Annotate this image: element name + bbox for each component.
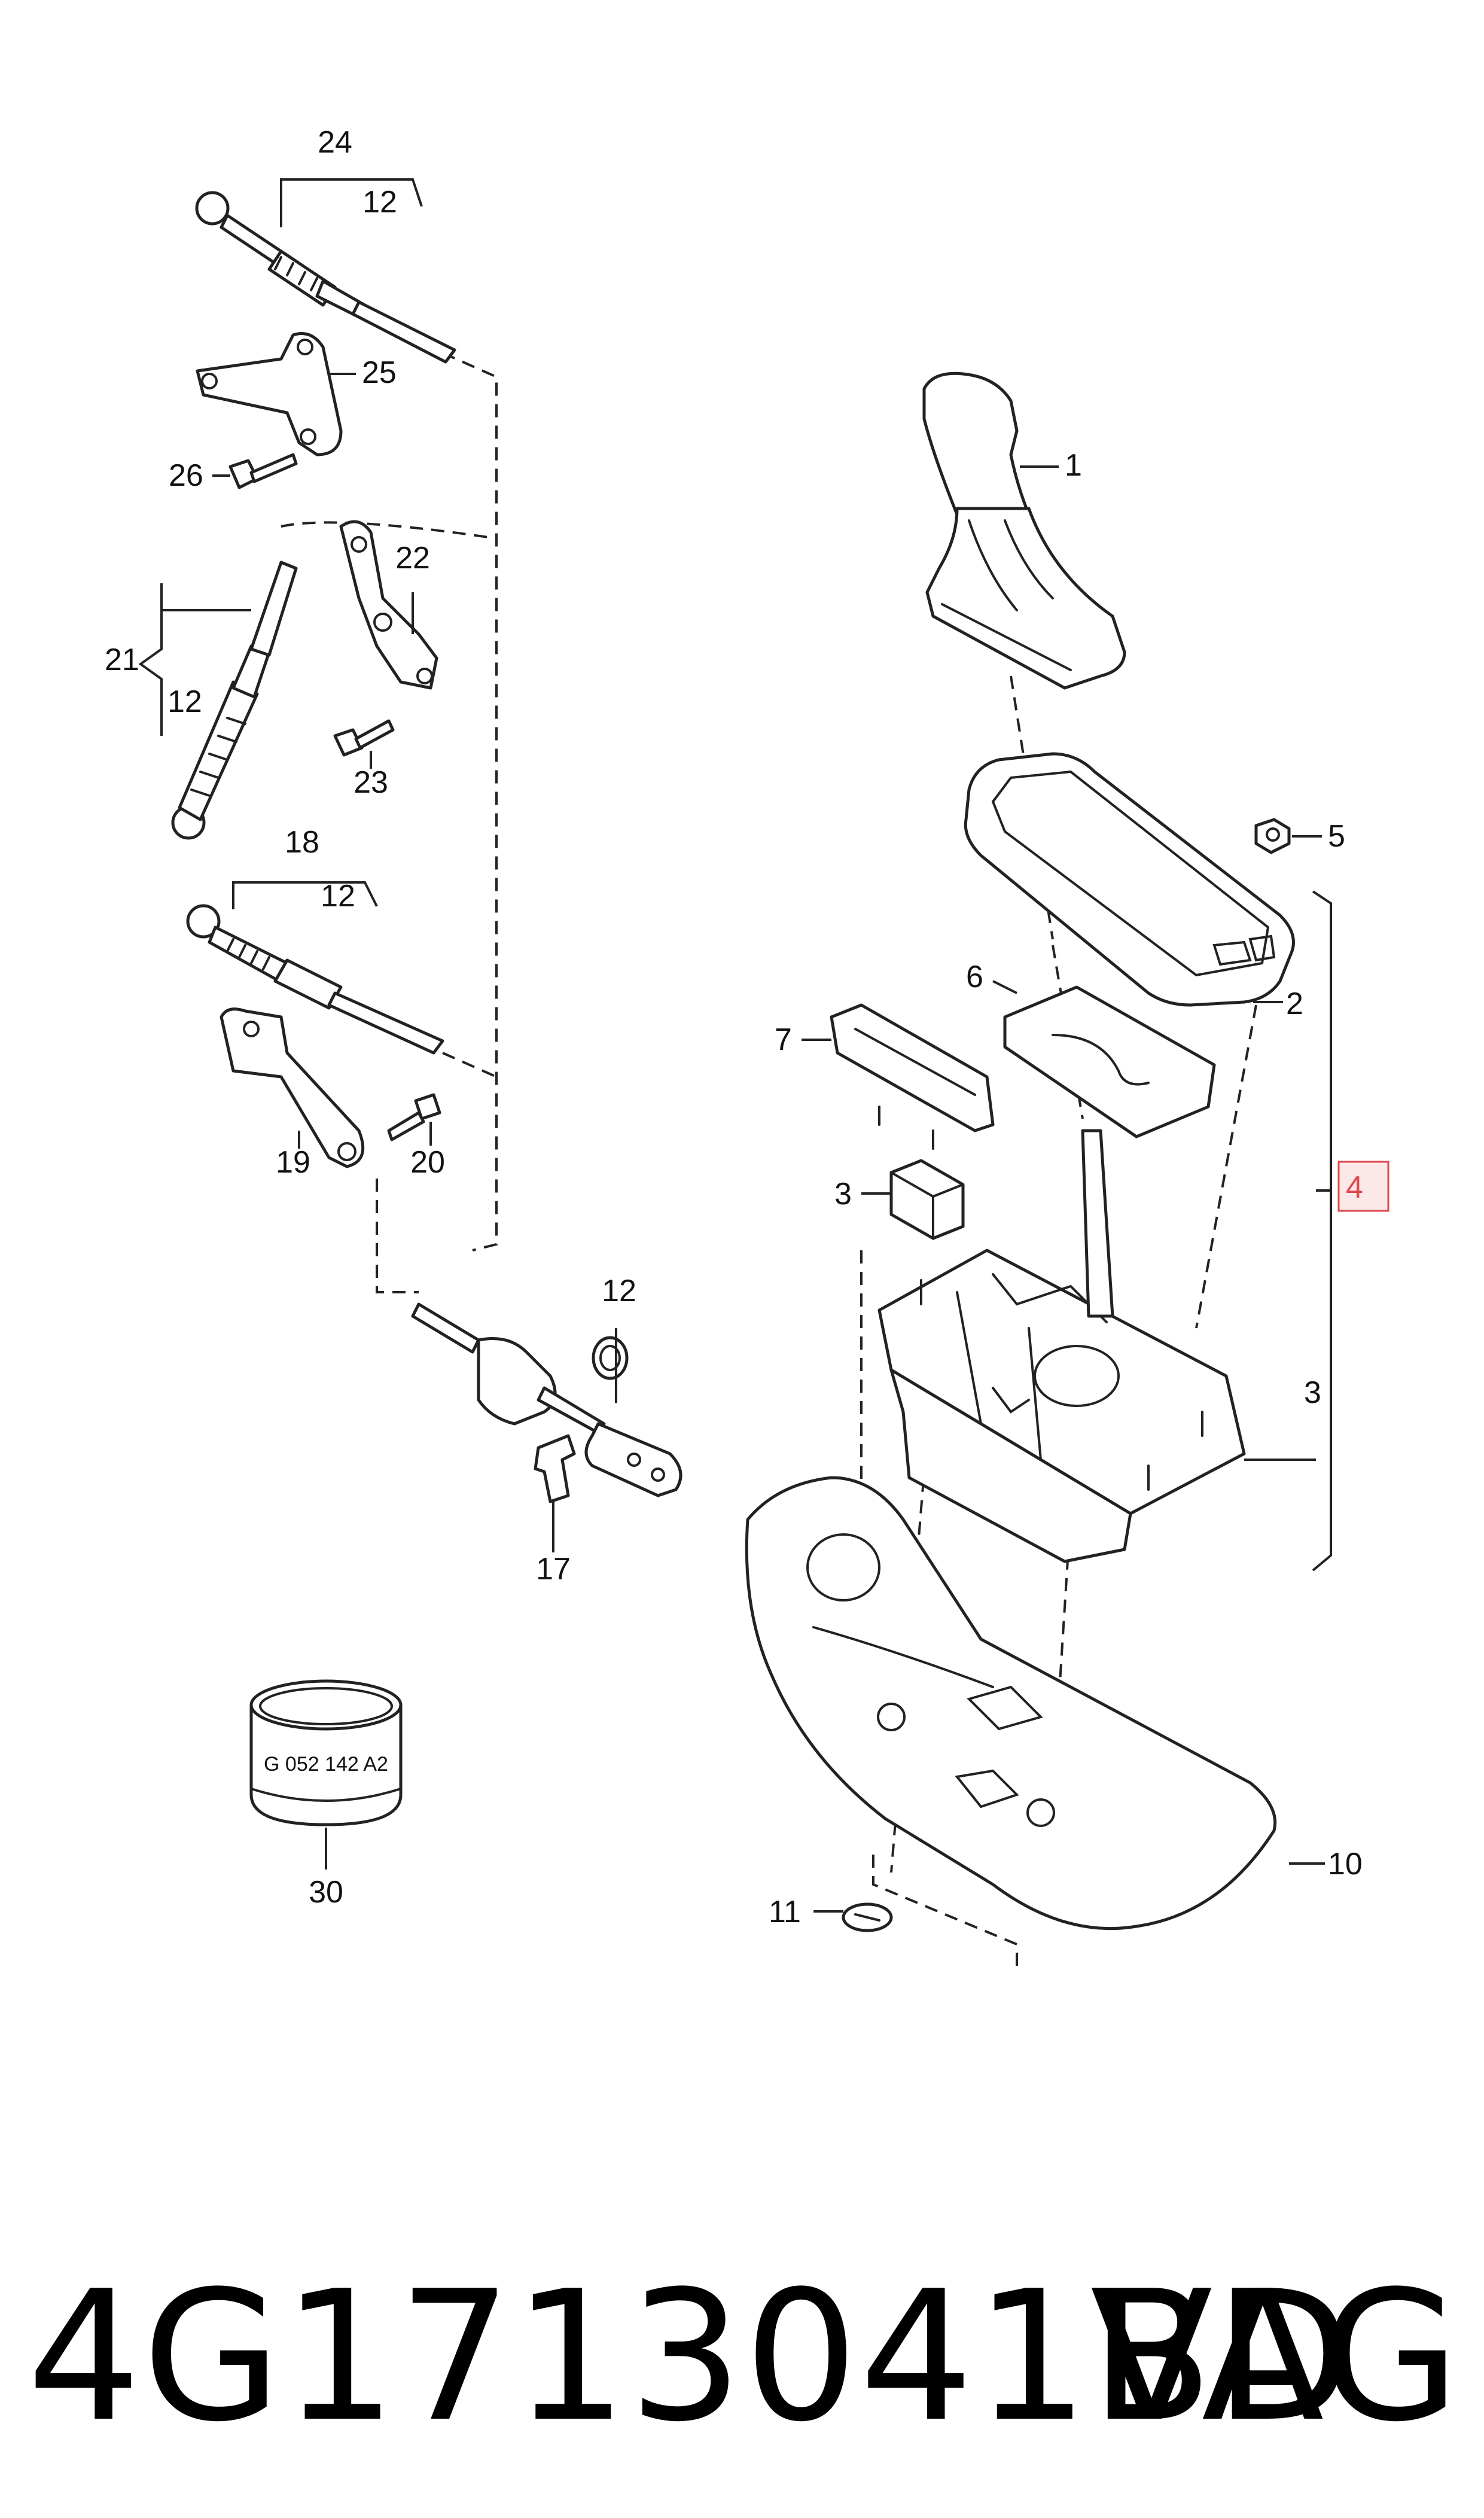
label-22: 22 bbox=[395, 541, 430, 576]
gear-knob bbox=[922, 372, 1126, 690]
bolt-26 bbox=[228, 453, 298, 489]
label-30: 30 bbox=[309, 1875, 343, 1910]
trim-frame bbox=[964, 752, 1295, 1007]
cable-24 bbox=[195, 191, 456, 364]
bolt-23 bbox=[333, 719, 395, 757]
label-4: 4 bbox=[1346, 1170, 1363, 1205]
sleeve: G 052 142 A2 bbox=[249, 1679, 403, 1826]
label-1: 1 bbox=[1065, 448, 1082, 483]
label-12-lower: 12 bbox=[321, 879, 355, 914]
label-12-top: 12 bbox=[362, 185, 397, 220]
label-19: 19 bbox=[276, 1145, 310, 1180]
footer: 4G1713041BD VAG bbox=[0, 2261, 1484, 2453]
part-labels: 24 12 25 26 22 21 12 23 18 12 19 20 12 1… bbox=[105, 125, 1363, 1929]
label-7: 7 bbox=[775, 1022, 792, 1057]
cable-21 bbox=[171, 561, 298, 840]
highlight-box-4 bbox=[1337, 1161, 1389, 1212]
base-plate bbox=[745, 1476, 1277, 1931]
label-21: 21 bbox=[105, 643, 139, 677]
label-10: 10 bbox=[1328, 1847, 1363, 1881]
label-24: 24 bbox=[318, 125, 352, 160]
leader-lines bbox=[138, 178, 1332, 1913]
o-ring bbox=[592, 1336, 629, 1380]
brand: VAG bbox=[1090, 2252, 1460, 2461]
bolt-20 bbox=[387, 1093, 441, 1141]
label-3-connector: 3 bbox=[834, 1177, 852, 1211]
label-2: 2 bbox=[1286, 987, 1303, 1021]
label-5: 5 bbox=[1328, 819, 1345, 854]
clip bbox=[842, 1902, 893, 1932]
connector-switch bbox=[889, 1159, 965, 1240]
nut bbox=[1254, 818, 1291, 854]
label-12-middle: 12 bbox=[167, 684, 202, 719]
label-23: 23 bbox=[354, 765, 388, 800]
cable-18 bbox=[186, 904, 444, 1055]
sleeve-marking: G 052 142 A2 bbox=[264, 1753, 388, 1776]
gear-indicator-strip bbox=[830, 1003, 995, 1150]
clip-17 bbox=[534, 1434, 576, 1503]
label-26: 26 bbox=[169, 458, 203, 493]
label-6: 6 bbox=[966, 960, 983, 994]
label-11: 11 bbox=[769, 1895, 801, 1929]
label-18: 18 bbox=[285, 825, 319, 860]
label-20: 20 bbox=[410, 1145, 445, 1180]
lower-cable bbox=[411, 1302, 682, 1497]
label-25: 25 bbox=[362, 355, 397, 390]
bracket-19 bbox=[220, 1007, 365, 1168]
label-12-oring: 12 bbox=[602, 1274, 636, 1308]
bracket-22 bbox=[339, 520, 438, 690]
bracket-25 bbox=[196, 332, 343, 456]
part-number: 4G1713041BD bbox=[27, 2252, 1354, 2461]
selector-mechanism bbox=[877, 1129, 1246, 1563]
label-3-mechanism: 3 bbox=[1304, 1375, 1321, 1410]
label-17: 17 bbox=[536, 1552, 571, 1587]
cover-plate bbox=[1003, 985, 1216, 1138]
